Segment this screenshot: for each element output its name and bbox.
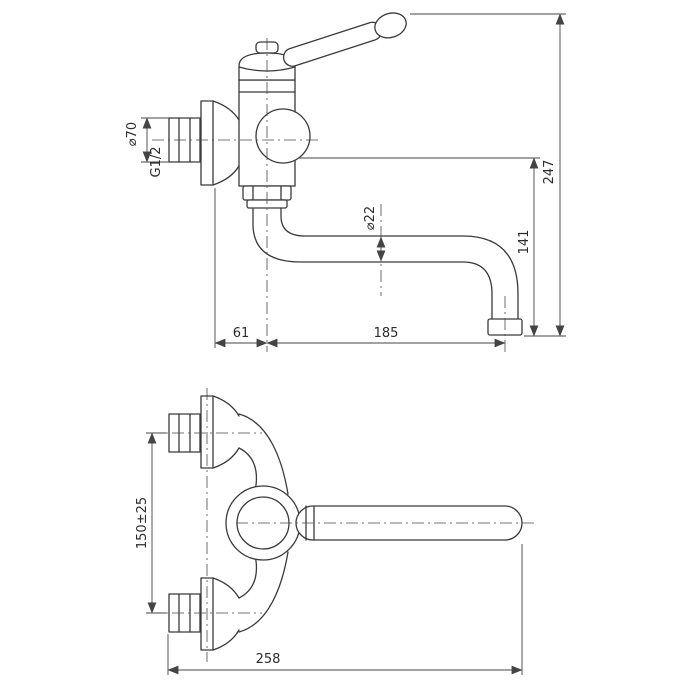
dimension-labels: ⌀70 G1/2 ⌀22 141 247 61 185 150±25 258 xyxy=(125,122,557,667)
label-flange-dia: ⌀70 xyxy=(125,122,140,146)
dimension-lines xyxy=(141,13,566,675)
label-reach-185: 185 xyxy=(374,326,399,341)
lever-handle-side xyxy=(282,12,407,67)
label-mount-centers: 150±25 xyxy=(135,497,150,549)
handle-knob xyxy=(374,12,407,39)
label-offset-61: 61 xyxy=(233,326,250,341)
label-overall-width: 258 xyxy=(256,652,281,667)
front-view xyxy=(168,395,523,651)
side-view xyxy=(168,12,523,336)
side-escutcheon xyxy=(200,100,240,186)
label-outlet-height: 141 xyxy=(517,230,532,255)
spout xyxy=(252,207,523,336)
label-thread: G1/2 xyxy=(149,147,164,178)
label-total-height: 247 xyxy=(542,160,557,185)
label-spout-dia: ⌀22 xyxy=(363,206,378,230)
cartridge-ball xyxy=(255,108,311,164)
